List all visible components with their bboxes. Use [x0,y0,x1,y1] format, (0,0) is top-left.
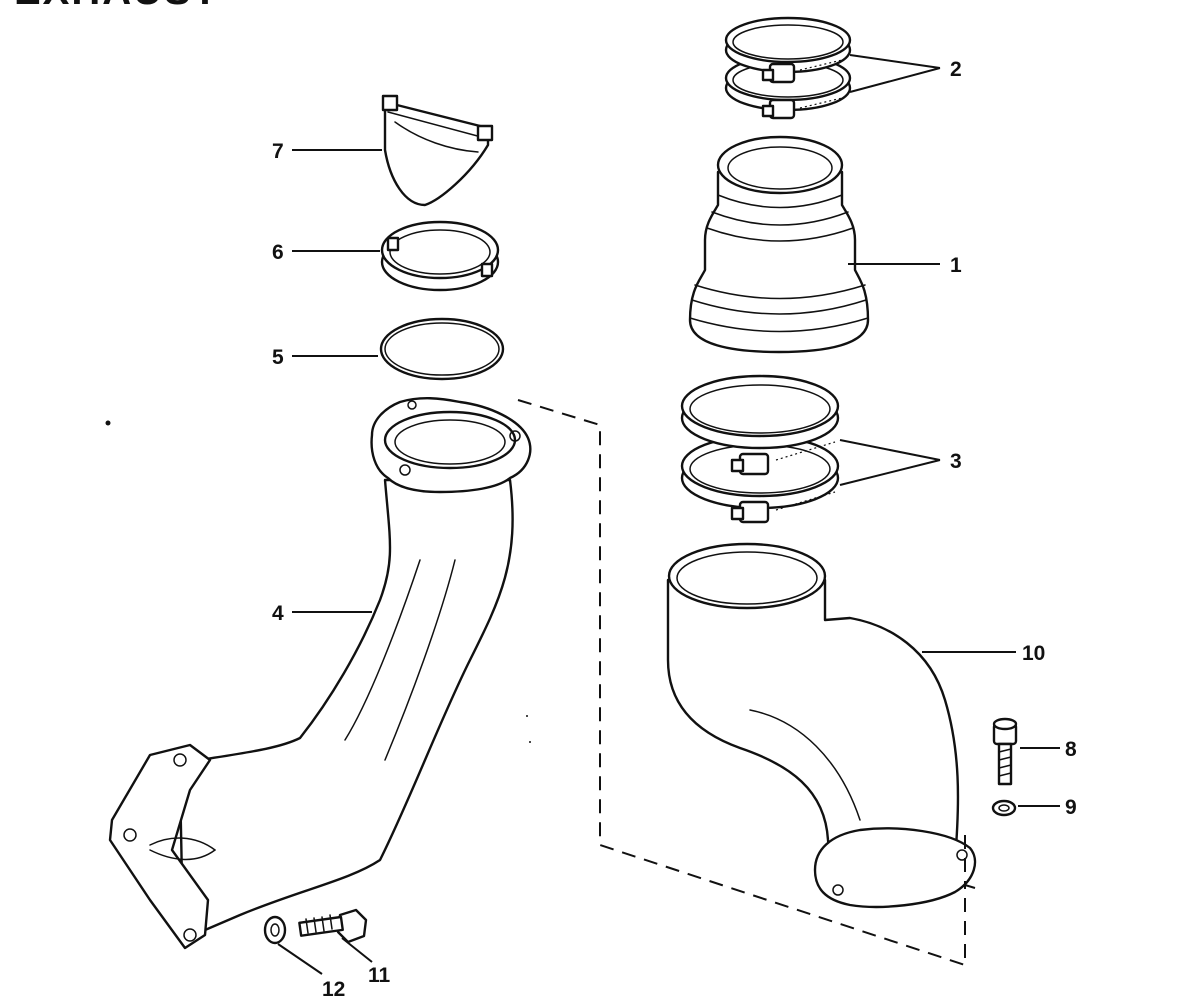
callout-9: 9 [1065,796,1077,819]
part-12-washer [263,915,287,945]
diagram-title: EXHAUST [14,0,219,13]
part-7-exhaust-flapper [381,94,494,207]
callout-11: 11 [368,964,391,987]
part-1-exhaust-bellows [688,135,870,354]
callout-10: 10 [1022,642,1045,665]
part-9-washer [991,799,1017,817]
alignment-dashed-line [517,399,976,967]
part-8-bolt [992,717,1018,786]
part-11-bolt [298,908,368,944]
callout-12: 12 [322,978,345,1001]
scan-speck [105,420,111,426]
callout-2: 2 [950,58,962,81]
part-2-hose-clamps [724,16,852,120]
part-4-exhaust-elbow [108,397,532,950]
callout-8: 8 [1065,738,1077,761]
scan-speck [526,715,528,717]
scan-speck [529,741,531,743]
leader-lines [277,54,1060,975]
callout-5: 5 [272,346,284,369]
callout-1: 1 [950,254,962,277]
part-10-exhaust-pipe [666,542,977,909]
callout-3: 3 [950,450,962,473]
part-6-flapper-ring [380,220,500,292]
part-5-o-ring [379,317,505,381]
callout-4: 4 [272,602,284,625]
callout-7: 7 [272,140,284,163]
part-3-hose-clamps [680,374,840,524]
callout-6: 6 [272,241,284,264]
